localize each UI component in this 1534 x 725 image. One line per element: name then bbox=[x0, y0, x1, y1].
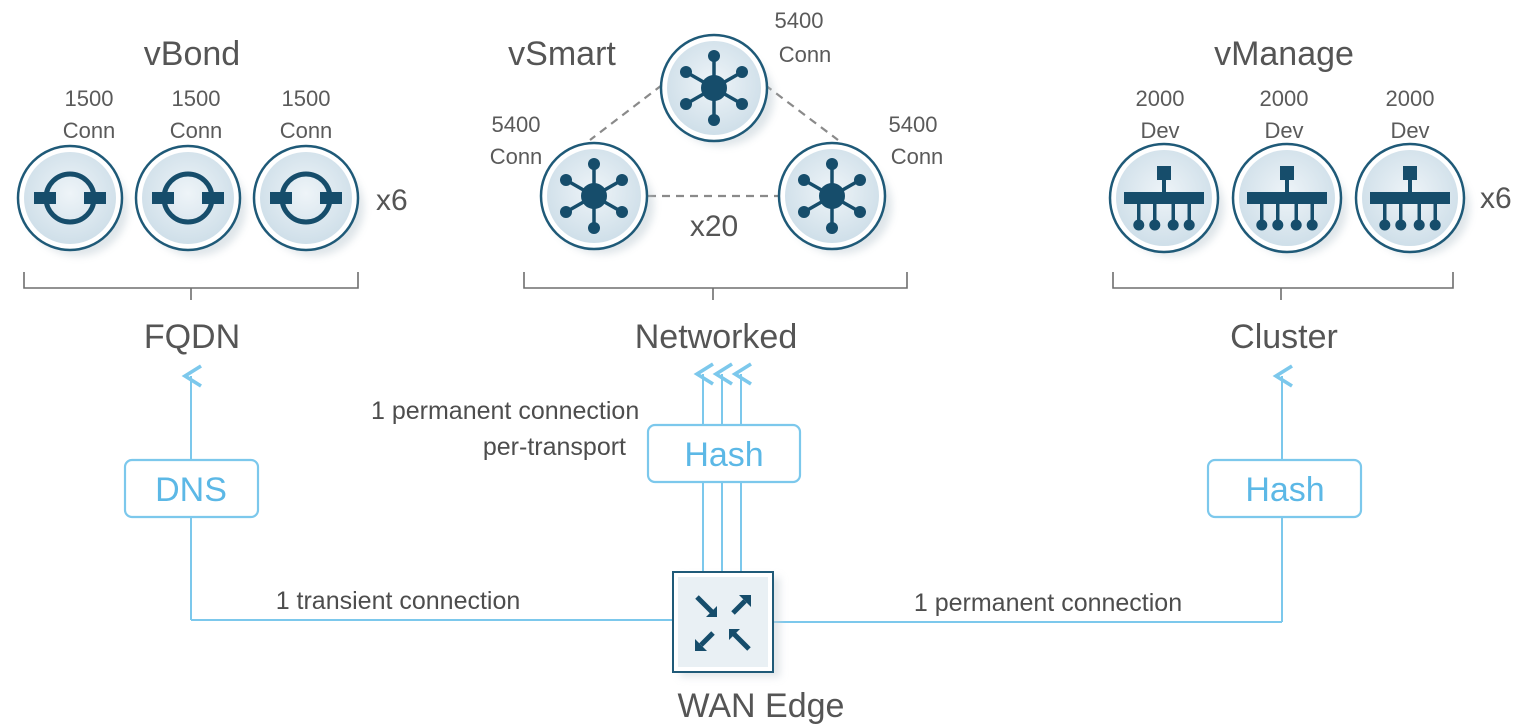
vbond-multiplier: x6 bbox=[376, 184, 408, 217]
vmanage-title: vManage bbox=[1214, 35, 1354, 73]
vsmart-node-left-unit: Conn bbox=[490, 144, 543, 169]
vbond-node-2-unit: Conn bbox=[170, 118, 223, 143]
vsmart-mesh-link bbox=[764, 84, 839, 141]
vbond-group-brace bbox=[23, 272, 359, 300]
vmanage-node-1-count: 2000 bbox=[1136, 86, 1185, 111]
vsmart-connection-label-line2: per-transport bbox=[483, 433, 626, 461]
vsmart-node-left-count: 5400 bbox=[492, 112, 541, 137]
vbond-node-3-count: 1500 bbox=[282, 86, 331, 111]
vmanage-node-3-unit: Dev bbox=[1390, 118, 1429, 143]
vbond-node-2-count: 1500 bbox=[172, 86, 221, 111]
vbond-node-3 bbox=[252, 144, 364, 256]
vsmart-node-top bbox=[659, 33, 774, 146]
vmanage-group-brace bbox=[1112, 272, 1454, 300]
vmanage-node-2 bbox=[1231, 142, 1347, 256]
vmanage-group-label: Cluster bbox=[1230, 318, 1338, 356]
vsmart-multiplier: x20 bbox=[690, 210, 738, 243]
vsmart-node-top-unit: Conn bbox=[779, 42, 832, 67]
vbond-node-2 bbox=[134, 144, 246, 256]
vsmart-title: vSmart bbox=[508, 35, 616, 73]
vbond-node-1-unit: Conn bbox=[63, 118, 116, 143]
vsmart-node-right-count: 5400 bbox=[889, 112, 938, 137]
dns-box-label: DNS bbox=[155, 471, 227, 509]
vbond-connection-label: 1 transient connection bbox=[276, 587, 521, 615]
vsmart-node-right-unit: Conn bbox=[891, 144, 944, 169]
vsmart-node-top-count: 5400 bbox=[775, 8, 824, 33]
vsmart-hash-box: Hash bbox=[646, 423, 802, 484]
vbond-title: vBond bbox=[144, 35, 240, 73]
vbond-group-label: FQDN bbox=[144, 318, 240, 356]
vbond-node-3-unit: Conn bbox=[280, 118, 333, 143]
vbond-node-1 bbox=[16, 144, 128, 256]
router-arrows-icon bbox=[695, 595, 751, 651]
vmanage-node-3-count: 2000 bbox=[1386, 86, 1435, 111]
vmanage-connection-label: 1 permanent connection bbox=[914, 589, 1182, 617]
vbond-node-1-count: 1500 bbox=[65, 86, 114, 111]
vsmart-hash-box-label: Hash bbox=[684, 436, 763, 474]
vmanage-node-2-unit: Dev bbox=[1264, 118, 1303, 143]
vmanage-node-2-count: 2000 bbox=[1260, 86, 1309, 111]
vsmart-group-label: Networked bbox=[635, 318, 798, 356]
vsmart-node-right bbox=[777, 141, 892, 254]
vsmart-node-left bbox=[539, 141, 654, 254]
dns-box: DNS bbox=[123, 458, 260, 519]
vsmart-mesh-link bbox=[589, 84, 663, 141]
vmanage-node-3 bbox=[1354, 142, 1470, 256]
vmanage-multiplier: x6 bbox=[1480, 182, 1512, 215]
vsmart-group-brace bbox=[523, 272, 908, 300]
vmanage-node-1-unit: Dev bbox=[1140, 118, 1179, 143]
wan-edge-label: WAN Edge bbox=[678, 687, 845, 725]
vmanage-node-1 bbox=[1108, 142, 1224, 256]
vsmart-connection-label-line1: 1 permanent connection bbox=[371, 397, 639, 425]
vmanage-hash-box: Hash bbox=[1206, 458, 1363, 519]
vmanage-hash-box-label: Hash bbox=[1245, 471, 1324, 509]
wan-edge-router bbox=[672, 571, 780, 677]
